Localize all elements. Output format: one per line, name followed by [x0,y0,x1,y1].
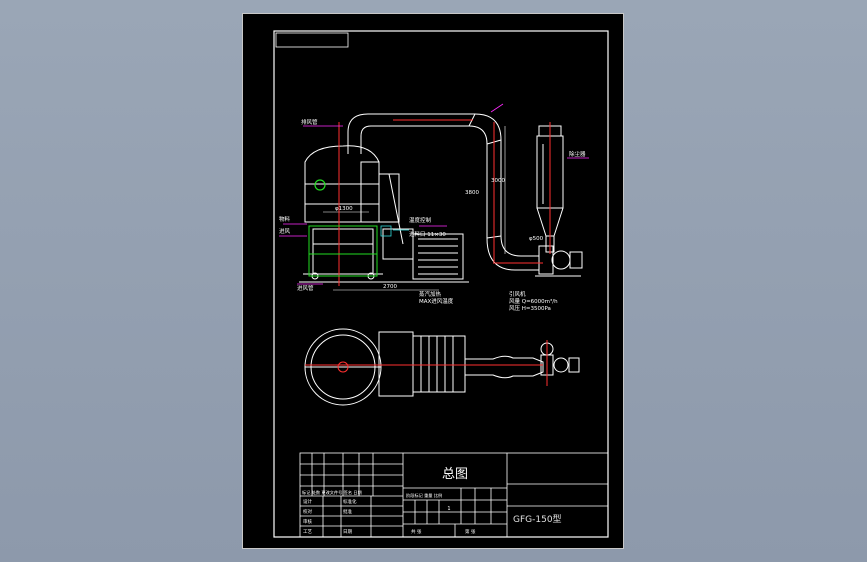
label-dust-collector: 除尘器 [569,150,586,158]
drawing-title: 总图 [442,467,468,482]
dim-base: 2700 [383,284,397,290]
plan-view [304,328,580,406]
fan-spec-pressure: 风压 H=3500Pa [509,305,551,312]
label-exhaust-pipe: 排风管 [301,118,318,126]
label-air-inlet: 进风 [279,227,291,235]
label-approve: 批准 [343,508,352,515]
label-total-sheets: 共 张 [411,528,422,535]
label-fan: 引风机 [509,290,526,298]
annotations: 排风管 物料 进风 进风管 除尘器 φ1300 2700 3000 3800 φ… [279,118,586,312]
note-steam: 蒸汽加热 [419,290,442,298]
note-feed-port: 进料口 11×30 [409,230,446,238]
label-standardization: 标准化 [343,498,357,505]
label-review: 审核 [303,518,312,525]
elevation-view [299,113,583,291]
label-process: 工艺 [303,529,312,535]
plan-center-lines [305,340,548,386]
plan-center-circle [337,361,349,373]
dim-fan: φ500 [529,236,544,242]
model-number: GFG-150型 [513,514,562,525]
dim-main: 3000 [491,178,505,184]
label-sheet-of: 第 张 [465,528,476,535]
note-max-temp: MAX进风温度 [419,297,454,305]
label-material: 物料 [279,215,291,223]
cyan-details [380,225,409,237]
frame-green [308,225,378,277]
corner-code-box [275,32,349,48]
label-design: 设计 [303,498,312,505]
mark-row: 标记 处数 更改文件号 签名 日期 [302,489,362,496]
fan-spec-flow: 风量 Q=6000m³/h [509,298,558,305]
stage-row: 阶段标记 重量 比例 [406,492,442,499]
sight-glass [314,179,326,191]
dim-vertical: 3800 [465,190,479,196]
title-block-text: 总图 GFG-150型 1 标记 处数 更改文件号 签名 日期 阶段标记 重量 … [302,467,562,535]
dim-pipe: φ1300 [335,206,353,212]
note-temperature: 温度控制 [409,216,432,224]
label-check: 校对 [303,508,312,515]
center-lines [338,119,551,286]
sheet-number: 1 [447,506,450,512]
cad-drawing: 排风管 物料 进风 进风管 除尘器 φ1300 2700 3000 3800 φ… [273,30,609,538]
label-date: 日期 [343,529,352,535]
label-inlet-pipe: 进风管 [297,284,314,292]
drawing-sheet: 排风管 物料 进风 进风管 除尘器 φ1300 2700 3000 3800 φ… [242,13,624,549]
title-block [299,452,609,538]
leader-lines [279,103,589,285]
